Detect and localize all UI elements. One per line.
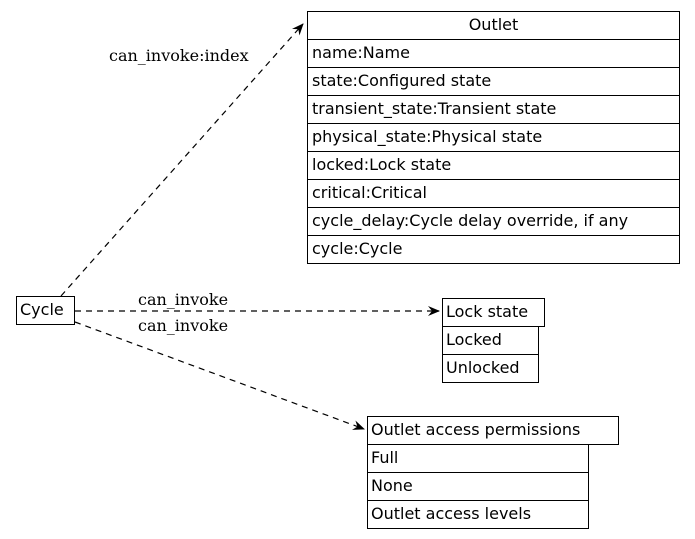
access-permissions-row: Outlet access levels — [367, 500, 589, 529]
lock-state-row: Unlocked — [442, 354, 539, 383]
outlet-title: Outlet — [307, 11, 680, 40]
outlet-row: transient_state:Transient state — [307, 95, 680, 124]
cycle-node: Cycle — [16, 296, 75, 325]
lock-state-title: Lock state — [442, 298, 545, 327]
edge-cycle-outlet — [60, 23, 304, 297]
outlet-row: cycle:Cycle — [307, 235, 680, 264]
edge-label-lockstate: can_invoke — [138, 290, 229, 309]
access-permissions-row: None — [367, 472, 589, 501]
edge-cycle-access — [74, 321, 365, 430]
edge-label-access: can_invoke — [138, 316, 229, 335]
outlet-row: state:Configured state — [307, 67, 680, 96]
outlet-row: physical_state:Physical state — [307, 123, 680, 152]
access-permissions-row: Full — [367, 444, 589, 473]
outlet-row: cycle_delay:Cycle delay override, if any — [307, 207, 680, 236]
outlet-row: critical:Critical — [307, 179, 680, 208]
lock-state-row: Locked — [442, 326, 539, 355]
edge-label-outlet: can_invoke:index — [109, 46, 249, 65]
outlet-row: name:Name — [307, 39, 680, 68]
access-permissions-title: Outlet access permissions — [367, 416, 619, 445]
outlet-row: locked:Lock state — [307, 151, 680, 180]
